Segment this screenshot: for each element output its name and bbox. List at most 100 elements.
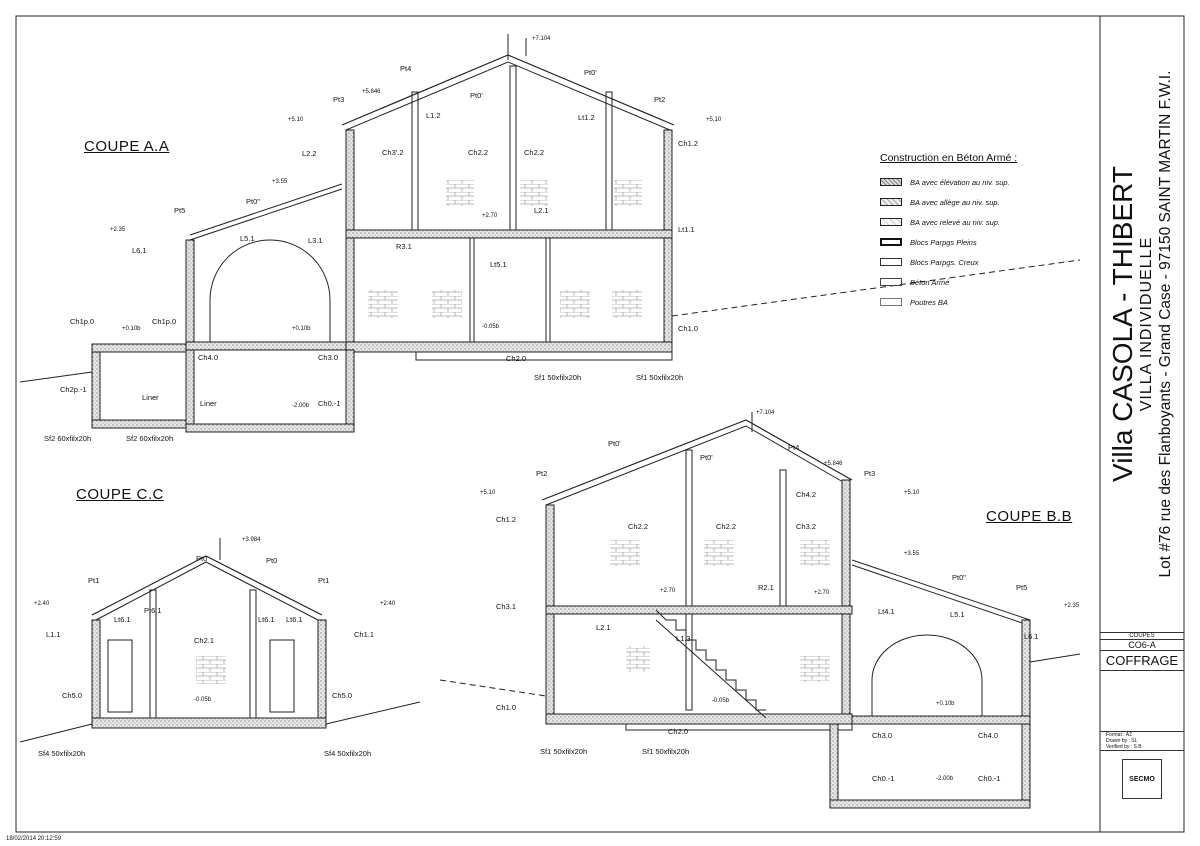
label-pt1b: Pt1 bbox=[318, 576, 329, 585]
level-510a: +5.10 bbox=[288, 117, 304, 123]
legend-swatch-creux bbox=[880, 258, 902, 266]
legend-item: Blocs Parpgs. Creux bbox=[880, 252, 1050, 272]
level-200: -2.00b bbox=[292, 403, 310, 409]
label-liner2: Liner bbox=[200, 399, 217, 408]
sheet-code: CO6-A bbox=[1100, 639, 1184, 650]
section-aa-labels: Pt4 Pt0' Pt0' Pt3 Pt2 Pt0" Pt5 L1.2 Lt1.… bbox=[44, 36, 722, 443]
label-pt3: Pt3 bbox=[333, 95, 344, 104]
legend-swatch-dense bbox=[880, 178, 902, 186]
label-sf4b: Sf4 50xfilx20h bbox=[324, 749, 371, 758]
label-ch31: Ch3.1 bbox=[496, 602, 516, 611]
level-240b: +2.40 bbox=[380, 601, 396, 607]
label-lt51: Lt5.1 bbox=[490, 260, 507, 269]
label-ch40: Ch4.0 bbox=[978, 731, 998, 740]
label-ch21: Ch2.1 bbox=[194, 636, 214, 645]
label-sf1a: Sf1 50xfilx20h bbox=[534, 373, 581, 382]
legend-label: Blocs Parpgs. Creux bbox=[910, 257, 979, 267]
label-pt0p: Pt0' bbox=[584, 68, 597, 77]
label-lt41: Lt4.1 bbox=[878, 607, 895, 616]
label-ch11: Ch1.1 bbox=[354, 630, 374, 639]
project-title: Villa CASOLA - THIBERT bbox=[1107, 166, 1138, 482]
label-sf4a: Sf4 50xfilx20h bbox=[38, 749, 85, 758]
drawn-row: Drawn by : SL bbox=[1100, 738, 1184, 744]
label-pt0pp: Pt0" bbox=[246, 197, 260, 206]
label-ch30: Ch3.0 bbox=[872, 731, 892, 740]
label-lt61b: Lt6.1 bbox=[258, 615, 275, 624]
label-ch50b: Ch5.0 bbox=[332, 691, 352, 700]
verified-label: Verified by : bbox=[1106, 744, 1133, 750]
label-pt5: Pt5 bbox=[174, 206, 185, 215]
format-label: Format : bbox=[1106, 732, 1125, 738]
legend-item: Poutres BA bbox=[880, 292, 1050, 312]
label-ch20: Ch2.0 bbox=[668, 727, 688, 736]
label-r31: R3.1 bbox=[396, 242, 412, 251]
label-ch32: Ch3.2 bbox=[796, 522, 816, 531]
label-sf2b: Sf2 60xfilx20h bbox=[126, 434, 173, 443]
level-510b-bb: +5.10 bbox=[904, 490, 920, 496]
label-l12: L1.2 bbox=[426, 111, 441, 120]
label-pt0b: Pt0 bbox=[266, 556, 277, 565]
level-355-bb: +3.55 bbox=[904, 551, 920, 557]
legend-label: BA avec relevé au niv. sup. bbox=[910, 217, 1001, 227]
section-cc-labels: Pt0 Pt0 Pt1 Pt1 L1.1 Lt6.1 Pt6.1 Lt6.1 L… bbox=[34, 537, 396, 758]
label-pt0p-mid: Pt0' bbox=[700, 453, 713, 462]
level-510b: +5.10 bbox=[706, 117, 722, 123]
label-lt11: Lt1.1 bbox=[678, 225, 695, 234]
level-5846-bb: +5.846 bbox=[824, 461, 843, 467]
legend-item: BA avec élévation au niv. sup. bbox=[880, 172, 1050, 192]
label-pt0a: Pt0 bbox=[196, 554, 207, 563]
legend-title: Construction en Béton Armé : bbox=[880, 152, 1018, 164]
section-aa-drawing bbox=[19, 34, 1081, 433]
label-l21: L2.1 bbox=[534, 206, 549, 215]
sheet-phase: COFFRAGE bbox=[1100, 650, 1184, 670]
project-address: Lot #76 rue des Flanboyants - Grand Case… bbox=[1157, 70, 1174, 578]
project-subtitle: VILLA INDIVIDUELLE bbox=[1138, 236, 1155, 412]
level-270b-bb: +2.70 bbox=[814, 590, 830, 596]
level-240a: +2.40 bbox=[34, 601, 50, 607]
legend-label: BA avec élévation au niv. sup. bbox=[910, 177, 1010, 187]
legend-label: Poutres BA bbox=[910, 297, 948, 307]
level-510a-bb: +5.10 bbox=[480, 490, 496, 496]
label-pt0p: Pt0' bbox=[608, 439, 621, 448]
section-title-aa: COUPE A.A bbox=[84, 138, 170, 155]
label-r21: R2.1 bbox=[758, 583, 774, 592]
label-pt5: Pt5 bbox=[1016, 583, 1027, 592]
section-title-bb: COUPE B.B bbox=[986, 508, 1073, 525]
legend: Construction en Béton Armé : BA avec élé… bbox=[880, 152, 1050, 312]
label-sf1b: Sf1 50xfilx20h bbox=[642, 747, 689, 756]
label-ch0m1: Ch0.-1 bbox=[318, 399, 341, 408]
label-pt2: Pt2 bbox=[536, 469, 547, 478]
label-ch1p0a: Ch1p.0 bbox=[70, 317, 94, 326]
label-l61: L6.1 bbox=[132, 246, 147, 255]
sheet-border bbox=[15, 15, 1185, 833]
label-l51: L5.1 bbox=[950, 610, 965, 619]
legend-item: Béton Armé bbox=[880, 272, 1050, 292]
label-ch32: Ch3'.2 bbox=[382, 148, 403, 157]
format-row: Format : A2 bbox=[1100, 731, 1184, 738]
legend-swatch-poutre bbox=[880, 298, 902, 306]
drawn-value: SL bbox=[1131, 738, 1138, 744]
label-sf1a: Sf1 50xfilx20h bbox=[540, 747, 587, 756]
label-lt61a: Lt6.1 bbox=[114, 615, 131, 624]
label-liner1: Liner bbox=[142, 393, 159, 402]
level-5846: +5.846 bbox=[362, 89, 381, 95]
secmo-logo: SECMO bbox=[1122, 759, 1162, 799]
label-ch30: Ch3.0 bbox=[318, 353, 338, 362]
label-lt12: Lt1.2 bbox=[578, 113, 595, 122]
label-ch22a: Ch2.2 bbox=[468, 148, 488, 157]
format-value: A2 bbox=[1125, 732, 1132, 738]
level-010b: +0.10b bbox=[292, 326, 311, 332]
label-ch40: Ch4.0 bbox=[198, 353, 218, 362]
label-ch12: Ch1.2 bbox=[496, 515, 516, 524]
label-pt2: Pt2 bbox=[654, 95, 665, 104]
legend-swatch-light bbox=[880, 218, 902, 226]
label-l51: L5.1 bbox=[240, 234, 255, 243]
verified-value: S.B bbox=[1133, 744, 1142, 750]
label-pt0pp: Pt0" bbox=[952, 573, 966, 582]
label-ch10: Ch1.0 bbox=[496, 703, 516, 712]
label-ch50a: Ch5.0 bbox=[62, 691, 82, 700]
label-pt3: Pt3 bbox=[864, 469, 875, 478]
label-l21: L2.1 bbox=[596, 623, 611, 632]
label-ch22b: Ch2.2 bbox=[524, 148, 544, 157]
